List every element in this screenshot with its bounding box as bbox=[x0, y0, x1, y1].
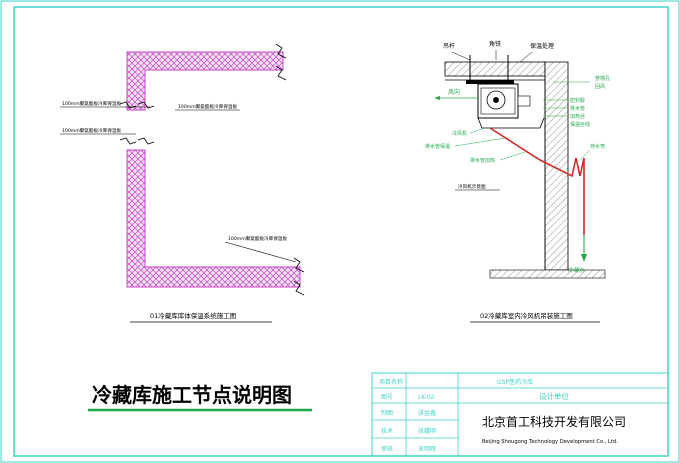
drawing-01-caption: 01冷藏库库体保温系统施工图 bbox=[150, 311, 236, 320]
company-name-cn: 北京首工科技开发有限公司 bbox=[482, 414, 626, 429]
review-value: 吴明辉 bbox=[418, 445, 436, 453]
drawer-label: 制图 bbox=[381, 409, 393, 417]
project-name-value: GSP医药冷库 bbox=[497, 378, 533, 386]
project-name-label: 项目名称 bbox=[379, 378, 403, 386]
drawing-02-caption: 02冷藏库室内冷风机吊装施工图 bbox=[480, 311, 573, 320]
review-label: 审核 bbox=[381, 445, 393, 453]
label-unit: 冷风机示意图 bbox=[458, 183, 486, 190]
inner-border bbox=[13, 6, 669, 457]
drawing-no-value: LK-02 bbox=[418, 394, 435, 401]
label-hanger: 吊杆 bbox=[443, 42, 455, 50]
label-condensate: 冷凝水 bbox=[568, 266, 585, 274]
annotation-4: 100mm聚氨酯板冷库保温板 bbox=[228, 235, 287, 242]
drawing-no-label: 图号 bbox=[381, 394, 393, 401]
label-angle-iron: 角铁 bbox=[489, 40, 501, 48]
tech-label: 技术 bbox=[381, 427, 393, 435]
title-block: 项目名称 GSP医药冷库 图号 LK-02 设计单位 制图 张金鑫 技术 张耀明… bbox=[371, 372, 669, 457]
main-title: 冷藏库施工节点说明图 bbox=[92, 383, 292, 407]
label-drain-insulation: 排水管保温 bbox=[425, 143, 450, 150]
label-drain-pipe: 排水管 bbox=[570, 105, 585, 112]
label-wall-hole: 穿墙孔 bbox=[595, 75, 610, 82]
label-trap: 存水弯 bbox=[590, 143, 605, 150]
company-name-en: Beijing Shougong Technology Development … bbox=[482, 439, 618, 445]
drawing-02-cooler-installation: 吊杆 角铁 保温处理 风向 穿墙孔 回风 密封胶 排水管 加热丝 保温丝线 冷风… bbox=[425, 40, 610, 323]
floor-slab bbox=[489, 269, 606, 279]
label-sealant: 密封胶 bbox=[570, 97, 585, 104]
drawer-value: 张金鑫 bbox=[418, 409, 436, 417]
label-heat-wire: 加热丝 bbox=[570, 113, 585, 120]
annotation-2: 100mm聚氨酯板冷库保温板 bbox=[178, 103, 237, 110]
ceiling-wall-panel bbox=[544, 61, 569, 271]
label-airflow: 风向 bbox=[448, 88, 460, 96]
annotation-1: 100mm聚氨酯板冷库保温板 bbox=[62, 100, 121, 107]
tech-value: 张耀明 bbox=[418, 427, 436, 435]
annotation-3: 100mm聚氨酯板冷库保温板 bbox=[62, 127, 121, 134]
ceiling-slab bbox=[444, 61, 546, 77]
insulation-panel-bottom bbox=[126, 149, 301, 288]
label-hose-insulation: 排水管加热 bbox=[470, 157, 495, 164]
label-insulation: 保温处理 bbox=[530, 42, 554, 50]
insulation-panel-top bbox=[126, 51, 284, 111]
label-cooler-box: 冷风机 bbox=[452, 130, 467, 137]
design-unit-label: 设计单位 bbox=[539, 391, 569, 401]
drain-pipe bbox=[489, 127, 585, 235]
fan-icon bbox=[486, 90, 506, 110]
label-insulation-wire: 保温丝线 bbox=[570, 121, 590, 128]
drawing-01-wall-insulation: 100mm聚氨酯板冷库保温板 100mm聚氨酯板冷库保温板 100mm聚氨酯板冷… bbox=[60, 43, 305, 323]
label-return-air: 回风 bbox=[595, 84, 605, 90]
break-lines bbox=[119, 43, 305, 296]
